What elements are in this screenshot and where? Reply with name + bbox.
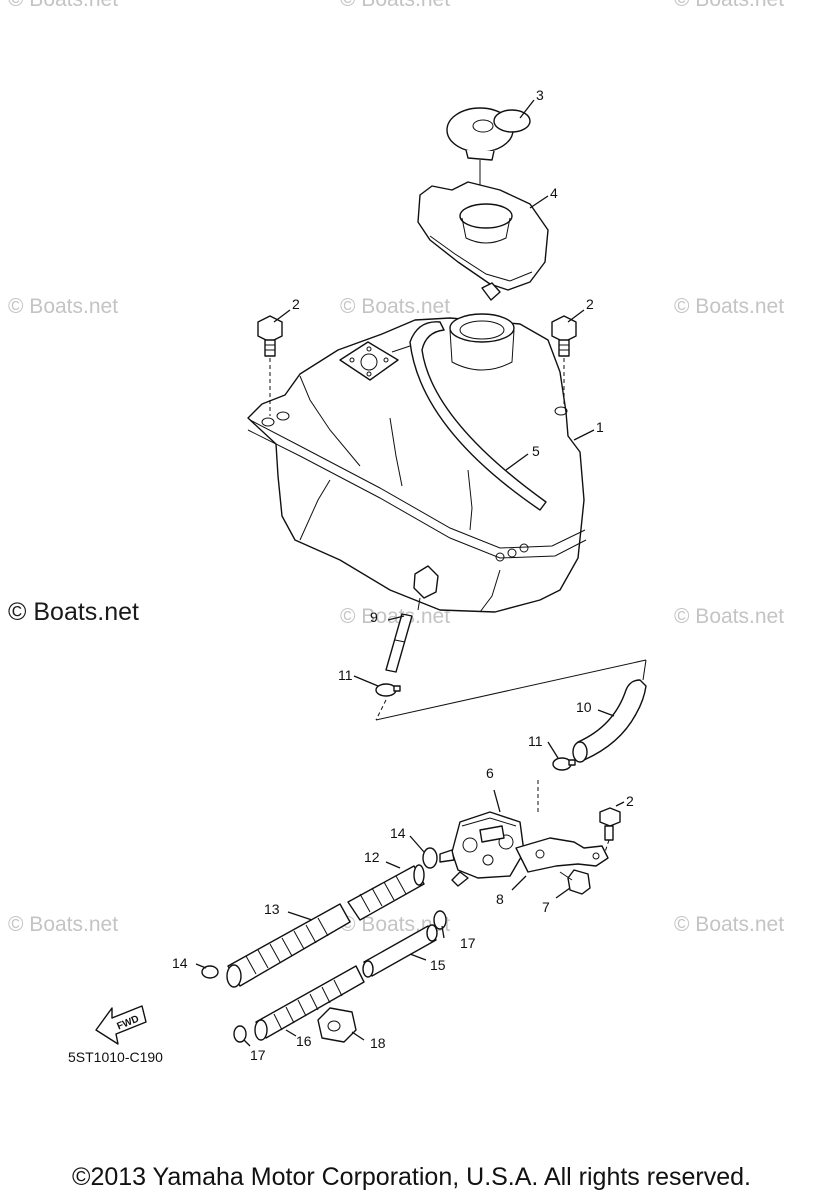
bolt-top-left bbox=[257, 315, 283, 416]
callout-2-bottom: 2 bbox=[626, 793, 634, 809]
callout-18: 18 bbox=[370, 1035, 386, 1051]
watermark-top-left: © Boats.net bbox=[8, 0, 118, 12]
callout-14-upper: 14 bbox=[390, 825, 406, 841]
fuel-cap bbox=[446, 107, 531, 200]
callout-1: 1 bbox=[596, 419, 604, 435]
watermark-row3-center: © Boats.net bbox=[340, 605, 451, 628]
watermark-row3-right: © Boats.net bbox=[674, 605, 785, 628]
pump-bolt bbox=[559, 869, 591, 895]
callout-6: 6 bbox=[486, 765, 494, 781]
breather-hose bbox=[391, 321, 547, 511]
watermark-row2-left: © Boats.net bbox=[8, 295, 119, 318]
elbow-hose bbox=[572, 679, 647, 763]
routing-line bbox=[375, 659, 647, 721]
clamp-mid bbox=[552, 757, 576, 771]
fuel-tank bbox=[247, 313, 587, 613]
fuel-pump bbox=[439, 811, 537, 887]
callout-17-lower: 17 bbox=[250, 1047, 266, 1063]
routing-right bbox=[642, 659, 647, 681]
tank-cover bbox=[417, 181, 549, 301]
clamp-upper bbox=[375, 683, 401, 697]
pump-bracket bbox=[515, 837, 609, 873]
callout-16: 16 bbox=[296, 1033, 312, 1049]
copyright-notice: ©2013 Yamaha Motor Corporation, U.S.A. A… bbox=[72, 1163, 751, 1191]
leader-lines bbox=[195, 99, 625, 1047]
watermark-row4-right: © Boats.net bbox=[674, 913, 785, 936]
callout-14-lower: 14 bbox=[172, 955, 188, 971]
clamp-17-upper bbox=[433, 910, 447, 930]
watermark-row2-center: © Boats.net bbox=[340, 295, 451, 318]
watermark-row4-left: © Boats.net bbox=[8, 913, 119, 936]
hose-15 bbox=[362, 924, 438, 978]
callout-5: 5 bbox=[532, 443, 540, 459]
callout-13: 13 bbox=[264, 901, 280, 917]
clip-18 bbox=[317, 1007, 357, 1043]
callout-11-mid: 11 bbox=[528, 733, 543, 749]
bolt-bottom bbox=[599, 807, 621, 853]
callout-10: 10 bbox=[576, 699, 592, 715]
callout-12: 12 bbox=[364, 849, 380, 865]
clamp-17-lower bbox=[233, 1025, 247, 1043]
callout-2-right: 2 bbox=[586, 296, 594, 312]
callout-4: 4 bbox=[550, 185, 558, 201]
hose-16 bbox=[254, 965, 365, 1041]
hose-13 bbox=[226, 903, 351, 988]
fwd-arrow-icon bbox=[95, 1005, 147, 1045]
clamp-14-lower bbox=[201, 965, 219, 979]
watermark-top-center: © Boats.net bbox=[340, 0, 450, 12]
watermark-top-right: © Boats.net bbox=[674, 0, 784, 12]
fuel-tube bbox=[385, 613, 413, 673]
callout-11-upper: 11 bbox=[338, 667, 353, 683]
callout-17-upper: 17 bbox=[460, 935, 476, 951]
watermark-row2-right: © Boats.net bbox=[674, 295, 785, 318]
hose-12 bbox=[347, 864, 425, 921]
callout-2-left: 2 bbox=[292, 296, 300, 312]
watermark-main: © Boats.net bbox=[8, 598, 139, 626]
figure-code: 5ST1010-C190 bbox=[68, 1049, 163, 1065]
bolt-top-right bbox=[551, 315, 577, 408]
callout-9: 9 bbox=[370, 609, 378, 625]
callout-8: 8 bbox=[496, 891, 504, 907]
callout-7: 7 bbox=[542, 899, 550, 915]
callout-15: 15 bbox=[430, 957, 446, 973]
routing-dashed bbox=[375, 699, 387, 721]
callout-3: 3 bbox=[536, 87, 544, 103]
clamp-14-upper bbox=[422, 847, 438, 869]
